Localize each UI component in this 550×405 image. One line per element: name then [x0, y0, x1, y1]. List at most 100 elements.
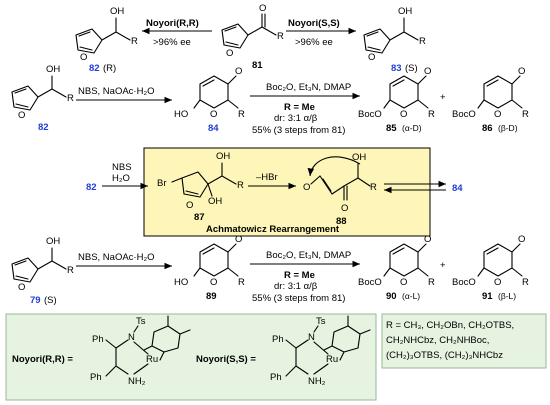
atom-ph: Ph: [272, 334, 284, 345]
atom-o: O: [368, 52, 375, 63]
atom-ru: Ru: [326, 354, 338, 365]
noyori-rr-structure: Noyori(R,R) = Ph Ph N Ts Ru NH₂: [12, 315, 191, 387]
dr-ratio: dr: 3:1 α/β: [274, 281, 318, 292]
noyori-ss-structure: Noyori(S,S) = Ph Ph N Ts Ru NH₂: [196, 315, 371, 387]
atom-r: R: [67, 93, 74, 104]
atom-r: R: [428, 277, 435, 288]
atom-boco: BocO: [452, 277, 476, 288]
atom-o: O: [186, 200, 193, 211]
compound-87-label: 87: [194, 212, 205, 223]
atom-n: N: [128, 332, 135, 343]
compound-83-label: 83: [391, 63, 402, 74]
atom-o: O: [18, 282, 25, 293]
hbr-elimination-arrow: –HBr: [248, 172, 296, 190]
atom-o: O: [210, 109, 217, 120]
product-90: O O BocO R 90 (α-L): [358, 234, 435, 302]
equilibrium-to-84: 84: [384, 180, 463, 194]
atom-o: O: [226, 48, 233, 59]
reagent-nbs: NBS, NaOAc·H₂O: [78, 86, 155, 97]
yield-text: 55% (3 steps from 81): [252, 125, 345, 136]
r-group-line-1: R = CH₃, CH₂OBn, CH₂OTBS,: [386, 320, 514, 331]
compound-79-label: 79: [30, 295, 41, 306]
compound-84-label: 84: [452, 183, 463, 194]
r-group-line-2: CH₂NHCbz, CH₂NHBoc,: [386, 335, 489, 346]
compound-82-label: 82: [89, 63, 100, 74]
r-group-box: [381, 313, 547, 369]
product-85: O O BocO R 85 (α-D): [358, 66, 435, 134]
config-r: (R): [103, 63, 116, 74]
noyori-rr-label: Noyori(R,R): [146, 18, 199, 29]
atom-r: R: [419, 36, 426, 47]
reagent-h2o: H₂O: [112, 173, 130, 184]
atom-nh2: NH₂: [128, 376, 146, 387]
atom-r: R: [238, 109, 245, 120]
noyori-ss-eq: Noyori(S,S) =: [196, 354, 256, 365]
beta-d-tag: (β-D): [498, 123, 518, 133]
atom-r: R: [277, 31, 284, 42]
furyl-alcohol-82: O OH R 82 (R): [75, 6, 138, 74]
atom-o: O: [518, 66, 525, 77]
furyl-ketone-81: O O R 81: [221, 3, 284, 71]
reagent-nbs: NBS: [112, 162, 132, 173]
atom-boco: BocO: [358, 277, 382, 288]
atom-o: O: [400, 109, 407, 120]
beta-l-tag: (β-L): [498, 291, 516, 301]
product-91: O O BocO R 91 (β-L): [452, 234, 529, 302]
atom-ru: Ru: [146, 354, 158, 365]
row2-start-82: O OH R 82: [11, 64, 74, 133]
atom-ph: Ph: [92, 334, 104, 345]
atom-o: O: [259, 3, 266, 14]
row2-arrow-1: NBS, NaOAc·H₂O: [76, 86, 172, 104]
catalyst-box: [5, 313, 377, 401]
atom-ho: HO: [174, 109, 188, 120]
atom-o: O: [235, 234, 242, 245]
atom-oh: OH: [208, 196, 222, 207]
compound-82-label: 82: [86, 182, 97, 193]
r-equals-me: R = Me: [284, 102, 315, 113]
product-86: O O BocO R 86 (β-D): [452, 66, 529, 134]
row2-arrow-2: Boc₂O, Et₃N, DMAP R = Me dr: 3:1 α/β 55%…: [250, 82, 360, 136]
atom-ph: Ph: [90, 372, 102, 383]
enedione-88: O O OH R 88: [303, 152, 377, 227]
atom-o: O: [80, 52, 87, 63]
ee-right: >96% ee: [295, 37, 333, 48]
atom-r: R: [131, 36, 138, 47]
compound-82-label: 82: [38, 122, 49, 133]
mechanism-start: 82 NBS H₂O: [86, 162, 148, 193]
furyl-alcohol-83: O OH R 83 (S): [363, 6, 426, 74]
atom-ts: Ts: [316, 316, 326, 327]
atom-o: O: [424, 234, 431, 245]
compound-91-label: 91: [482, 291, 493, 302]
compound-86-label: 86: [482, 123, 493, 134]
compound-89-label: 89: [206, 291, 217, 302]
noyori-rr-eq: Noyori(R,R) =: [12, 354, 73, 365]
compound-88-label: 88: [336, 216, 347, 227]
atom-r: R: [522, 277, 529, 288]
atom-oh: OH: [398, 6, 412, 17]
plus-sign: +: [440, 92, 446, 103]
plus-sign: +: [440, 260, 446, 271]
achmatowicz-box: [143, 147, 431, 237]
atom-br: Br: [157, 178, 167, 189]
reagent-boc: Boc₂O, Et₃N, DMAP: [266, 250, 351, 261]
atom-r: R: [238, 277, 245, 288]
atom-r: R: [67, 265, 74, 276]
dr-ratio: dr: 3:1 α/β: [274, 113, 318, 124]
atom-oh: OH: [46, 64, 60, 75]
atom-n: N: [308, 332, 315, 343]
atom-o: O: [494, 109, 501, 120]
atom-o: O: [341, 203, 348, 214]
atom-o: O: [210, 277, 217, 288]
compound-90-label: 90: [386, 291, 397, 302]
noyori-ss-arrow: Noyori(S,S) >96% ee: [286, 18, 356, 48]
alpha-l-tag: (α-L): [402, 291, 420, 301]
row4-arrow-1: NBS, NaOAc·H₂O: [76, 252, 172, 270]
atom-nh2: NH₂: [308, 376, 326, 387]
ee-left: >96% ee: [153, 37, 191, 48]
atom-r: R: [370, 182, 377, 193]
r-group-line-3: (CH₂)₃OTBS, (CH₂)₃NHCbz: [386, 350, 503, 361]
atom-o: O: [400, 277, 407, 288]
compound-81-label: 81: [252, 60, 263, 71]
pyranone-89: O O HO R 89: [174, 234, 245, 302]
